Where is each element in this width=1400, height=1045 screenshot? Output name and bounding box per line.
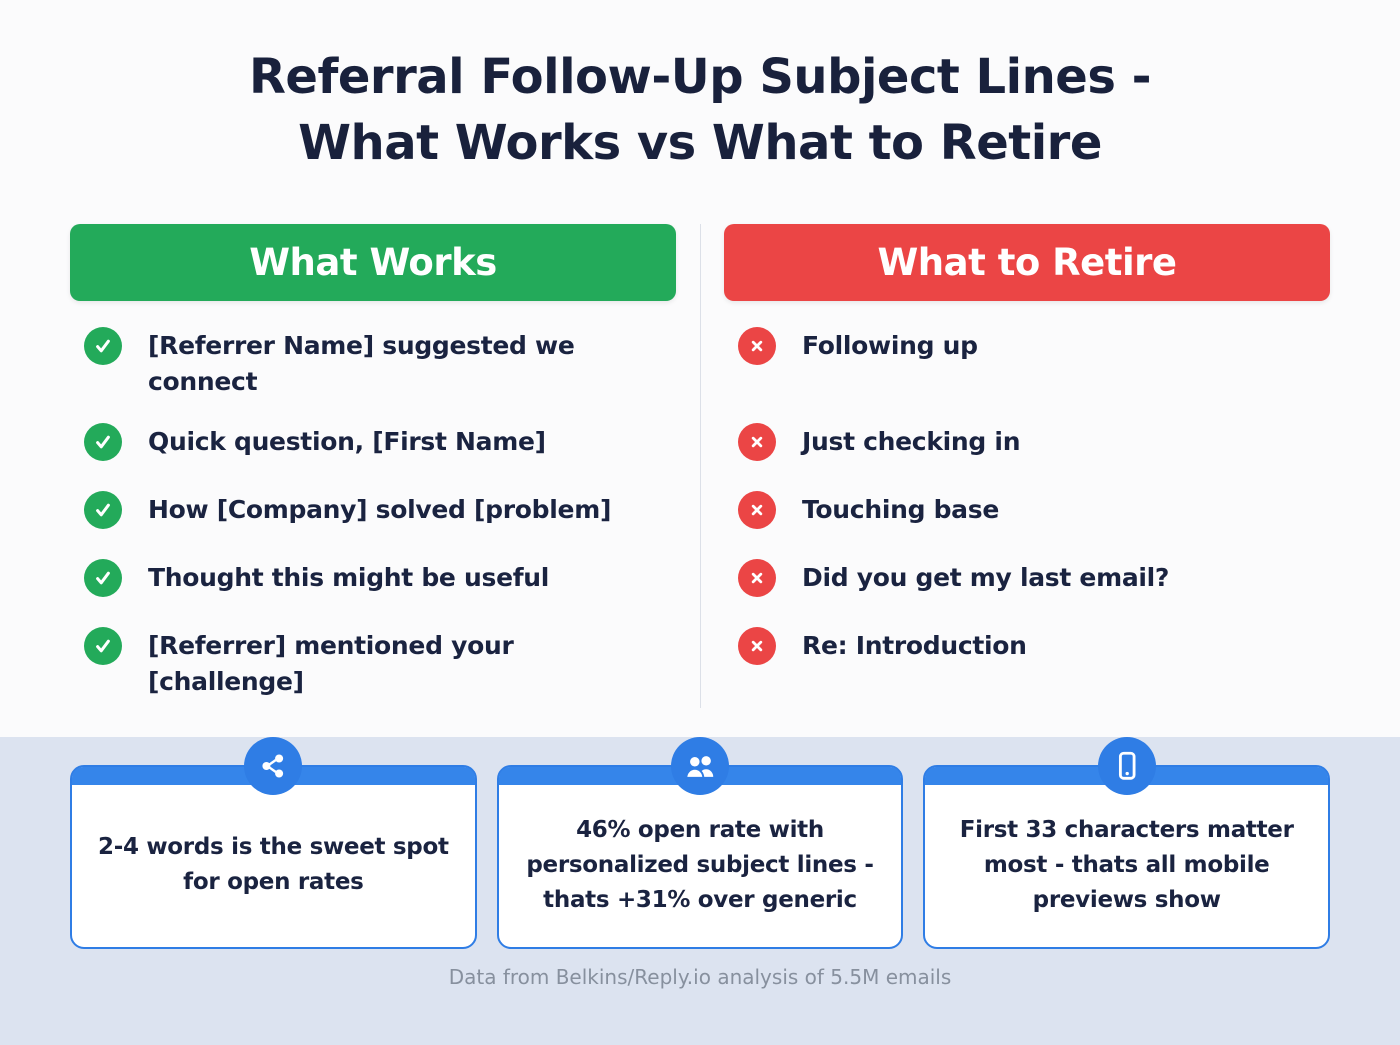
stat-card-text: 2-4 words is the sweet spot for open rat… <box>98 834 449 895</box>
what-to-retire-column: What to Retire Following up <box>724 224 1330 700</box>
share-icon <box>244 737 303 795</box>
works-item-text: [Referrer] mentioned your [challenge] <box>148 631 514 696</box>
x-icon <box>738 559 776 597</box>
data-source-note: Data from Belkins/Reply.io analysis of 5… <box>448 965 952 989</box>
works-list-item: Thought this might be useful <box>84 559 676 627</box>
works-item-text: Thought this might be useful <box>148 563 550 592</box>
what-works-header: What Works <box>70 224 676 301</box>
stat-cards: 2-4 words is the sweet spot for open rat… <box>0 737 1400 949</box>
what-to-retire-header: What to Retire <box>724 224 1330 301</box>
x-icon <box>738 327 776 365</box>
stat-card-personalization: 46% open rate with personalized subject … <box>496 737 904 949</box>
page-title: Referral Follow-Up Subject Lines - What … <box>0 0 1400 176</box>
works-item-text: [Referrer Name] suggested we connect <box>148 331 575 396</box>
x-icon <box>738 423 776 461</box>
stats-section: 2-4 words is the sweet spot for open rat… <box>0 737 1400 1045</box>
what-to-retire-list: Following up Just checking in <box>724 301 1330 695</box>
stat-card-text: First 33 characters matter most - thats … <box>959 816 1294 913</box>
check-icon <box>84 491 122 529</box>
retire-list-item: Did you get my last email? <box>738 559 1330 627</box>
works-list-item: Quick question, [First Name] <box>84 423 676 491</box>
retire-list-item: Following up <box>738 327 1330 423</box>
retire-list-item: Re: Introduction <box>738 627 1330 695</box>
stat-card-preview-length: First 33 characters matter most - thats … <box>923 737 1331 949</box>
what-works-column: What Works [Referrer Name] suggested we … <box>70 224 676 700</box>
what-works-list: [Referrer Name] suggested we connect Qui… <box>70 301 676 700</box>
retire-list-item: Just checking in <box>738 423 1330 491</box>
comparison-section: Referral Follow-Up Subject Lines - What … <box>0 0 1400 708</box>
retire-item-text: Did you get my last email? <box>802 563 1170 592</box>
x-icon <box>738 491 776 529</box>
x-icon <box>738 627 776 665</box>
works-item-text: How [Company] solved [problem] <box>148 495 612 524</box>
check-icon <box>84 627 122 665</box>
stat-card-word-count: 2-4 words is the sweet spot for open rat… <box>70 737 477 949</box>
phone-icon <box>1097 737 1156 795</box>
users-icon <box>671 737 729 795</box>
retire-item-text: Just checking in <box>802 427 1021 456</box>
retire-list-item: Touching base <box>738 491 1330 559</box>
works-list-item: How [Company] solved [problem] <box>84 491 676 559</box>
title-line-1: Referral Follow-Up Subject Lines - <box>248 49 1152 105</box>
stat-card-text: 46% open rate with personalized subject … <box>526 816 874 913</box>
retire-item-text: Touching base <box>802 495 999 524</box>
title-line-2: What Works vs What to Retire <box>298 115 1102 171</box>
check-icon <box>84 423 122 461</box>
works-item-text: Quick question, [First Name] <box>148 427 546 456</box>
retire-item-text: Re: Introduction <box>802 631 1027 660</box>
retire-item-text: Following up <box>802 331 978 360</box>
comparison-columns: What Works [Referrer Name] suggested we … <box>0 224 1400 708</box>
works-list-item: [Referrer Name] suggested we connect <box>84 327 676 423</box>
check-icon <box>84 559 122 597</box>
works-list-item: [Referrer] mentioned your [challenge] <box>84 627 676 700</box>
check-icon <box>84 327 122 365</box>
